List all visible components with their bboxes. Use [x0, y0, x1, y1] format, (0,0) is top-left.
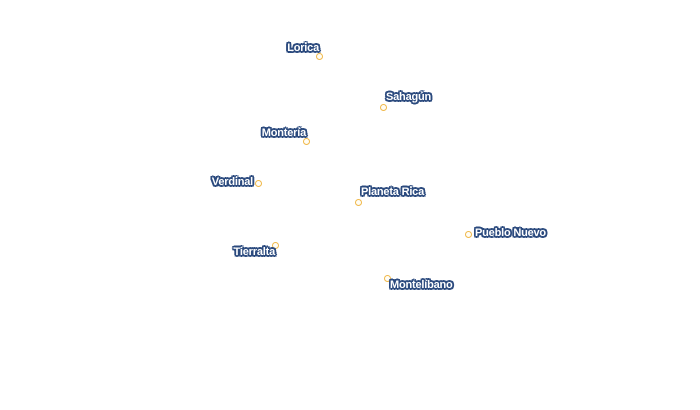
city-point-icon — [315, 52, 323, 60]
city-point-icon — [271, 241, 279, 249]
city-point-icon — [302, 137, 310, 145]
city-label-tierralta: Tierralta — [233, 246, 276, 258]
city-point-icon — [383, 274, 391, 282]
city-label-pueblo-nuevo: Pueblo Nuevo — [475, 227, 546, 239]
city-point-icon — [254, 179, 262, 187]
city-point-icon — [354, 198, 362, 206]
city-label-monteria: Montería — [261, 127, 306, 139]
city-point-icon — [464, 230, 472, 238]
city-label-montelibano: Montelíbano — [390, 279, 453, 291]
city-label-sahagun: Sahagún — [386, 91, 432, 103]
city-point-icon — [379, 103, 387, 111]
city-label-planeta-rica: Planeta Rica — [361, 186, 425, 198]
city-label-verdinal: Verdinal — [211, 176, 253, 188]
city-label-lorica: Lorica — [287, 42, 319, 54]
